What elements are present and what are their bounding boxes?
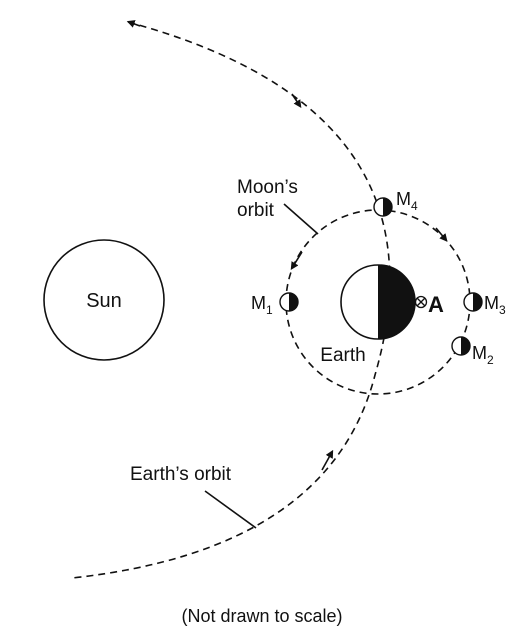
moon-m1 — [279, 292, 299, 312]
sun: Sun — [43, 239, 165, 361]
moons-orbit-leader-line — [283, 203, 319, 235]
earths-orbit-arrow-upper — [291, 93, 302, 108]
moon-m4-label: M4 — [396, 189, 418, 213]
earths-orbit-arrow-lower — [321, 449, 334, 471]
earths-orbit — [71, 21, 391, 579]
moon-m2-label: M2 — [472, 343, 494, 367]
moons-orbit-label-line2: orbit — [237, 200, 275, 221]
moons-orbit-arrow-right — [435, 227, 448, 242]
moon-m1-label: M1 — [251, 293, 273, 317]
point-a-label: A — [428, 292, 444, 317]
moons-orbit-label-line1: Moon’s — [237, 177, 298, 198]
moon-m3 — [463, 292, 483, 312]
moon-m4 — [373, 197, 393, 217]
earth — [340, 264, 416, 340]
circled-x-icon — [414, 295, 428, 309]
sun-label: Sun — [86, 290, 122, 312]
moon-m3-label: M3 — [484, 293, 506, 317]
earths-orbit-leader-line — [204, 490, 257, 529]
moons-orbit-arrow-left — [290, 251, 303, 271]
earth-label: Earth — [320, 345, 365, 366]
caption: (Not drawn to scale) — [181, 606, 342, 626]
earths-orbit-arrow-top — [126, 20, 141, 28]
earths-orbit-label: Earth’s orbit — [130, 464, 232, 485]
moon-m2 — [451, 336, 471, 356]
